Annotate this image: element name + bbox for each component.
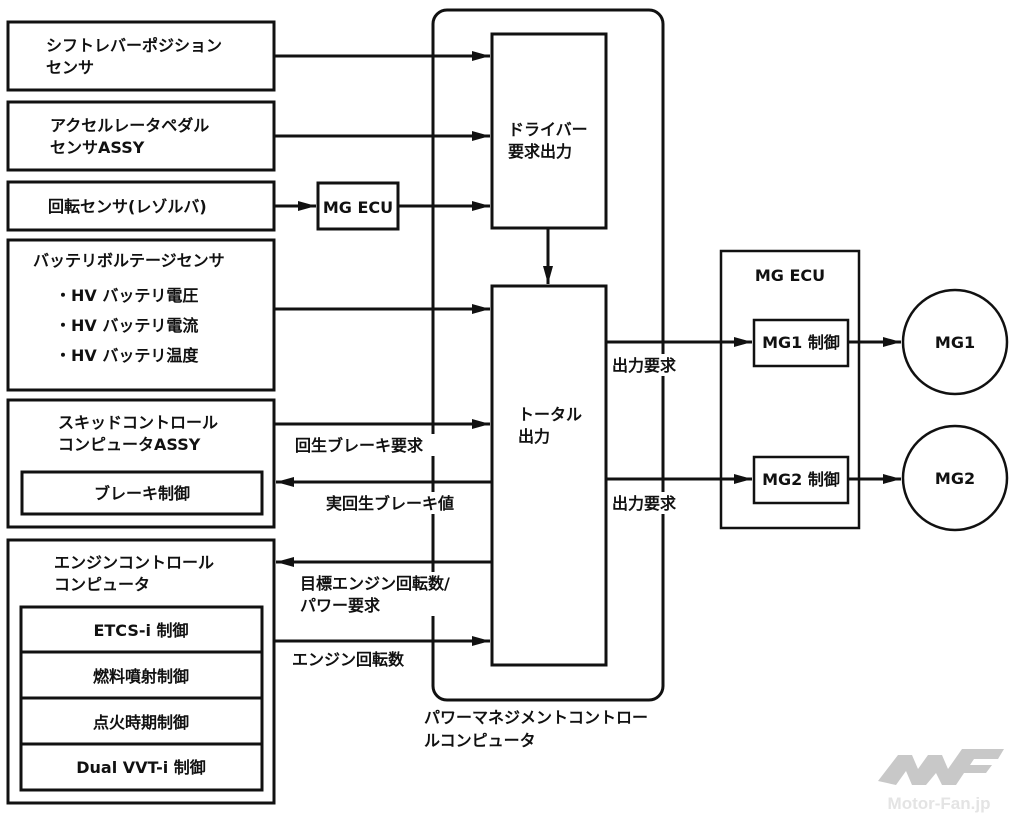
actual-regen-brake-label: 実回生ブレーキ値 (326, 494, 454, 513)
block-total-output: トータル 出力 (490, 284, 608, 667)
signal-lines (274, 51, 901, 646)
etcs-control-label: ETCS-i 制御 (93, 621, 188, 640)
shift-sensor-label-1: シフトレバーポジション (46, 36, 222, 55)
output-request-mg1-label: 出力要求 (612, 356, 677, 375)
battery-voltage-item: ・HV バッテリ電圧 (55, 286, 198, 305)
shift-sensor-label-2: センサ (46, 58, 94, 77)
accel-sensor-label-1: アクセルレータペダル (50, 116, 209, 135)
resolver-label: 回転センサ(レゾルバ) (48, 197, 207, 216)
box-skid-control-computer: スキッドコントロール コンピュータASSY ブレーキ制御 (6, 398, 276, 529)
total-output-label-1: トータル (518, 405, 582, 424)
mg-ecu-title: MG ECU (755, 266, 825, 285)
engine-computer-label-1: エンジンコントロール (54, 553, 214, 572)
mg1-control-label: MG1 制御 (762, 333, 840, 352)
box-battery-voltage-sensor: バッテリボルテージセンサ ・HV バッテリ電圧 ・HV バッテリ電流 ・HV バ… (6, 238, 276, 392)
brake-control-label: ブレーキ制御 (94, 484, 190, 503)
engine-speed-label: エンジン回転数 (292, 650, 405, 669)
output-request-mg2-label: 出力要求 (612, 494, 677, 513)
watermark-text: Motor-Fan.jp (888, 794, 991, 813)
total-output-label-2: 出力 (518, 427, 550, 446)
driver-demand-label-2: 要求出力 (508, 142, 572, 161)
box-mg-ecu: MG ECU MG1 制御 MG2 制御 (719, 249, 861, 530)
mg1-control-box (752, 318, 850, 368)
engine-computer-label-2: コンピュータ (54, 575, 150, 594)
box-resolver-sensor: 回転センサ(レゾルバ) (6, 180, 276, 232)
motor-mg1: MG1 (901, 288, 1009, 396)
battery-sensor-title: バッテリボルテージセンサ (33, 251, 225, 270)
battery-temperature-item: ・HV バッテリ温度 (55, 346, 199, 365)
mg2-label: MG2 (935, 469, 975, 488)
regen-brake-request-label: 回生ブレーキ要求 (295, 436, 424, 455)
fuel-injection-control-label: 燃料噴射制御 (93, 667, 189, 686)
mg-ecu-small-label: MG ECU (323, 198, 393, 217)
motorfan-logo-icon (878, 749, 1004, 785)
mg1-label: MG1 (935, 333, 975, 352)
pmc-label-1: パワーマネジメントコントロー (424, 708, 648, 727)
pmc-label-2: ルコンピュータ (424, 731, 536, 750)
motorfan-watermark: Motor-Fan.jp (878, 749, 1004, 813)
box-shift-lever-sensor: シフトレバーポジション センサ (6, 20, 276, 92)
mg2-control-box (752, 455, 850, 505)
brake-control-box (20, 470, 264, 516)
box-engine-control-computer: エンジンコントロール コンピュータ ETCS-i 制御 燃料噴射制御 点火時期制… (6, 538, 276, 805)
skid-computer-label-2: コンピュータASSY (58, 435, 201, 454)
skid-computer-label-1: スキッドコントロール (58, 413, 218, 432)
motor-mg2: MG2 (901, 424, 1009, 532)
ignition-timing-control-label: 点火時期制御 (93, 713, 189, 732)
accel-sensor-label-2: センサASSY (50, 138, 145, 157)
power-request-label: パワー要求 (300, 596, 381, 615)
box-mg-ecu-small: MG ECU (316, 181, 400, 231)
block-driver-demand-output: ドライバー 要求出力 (490, 32, 608, 230)
signal-labels: 回生ブレーキ要求 実回生ブレーキ値 目標エンジン回転数/ パワー要求 エンジン回… (290, 354, 692, 750)
mg2-control-label: MG2 制御 (762, 470, 840, 489)
driver-demand-label-1: ドライバー (508, 120, 588, 139)
battery-current-item: ・HV バッテリ電流 (55, 316, 198, 335)
target-engine-speed-label: 目標エンジン回転数/ (300, 574, 450, 593)
box-accelerator-pedal-sensor: アクセルレータペダル センサASSY (6, 100, 276, 172)
dual-vvt-control-label: Dual VVT-i 制御 (76, 758, 206, 777)
